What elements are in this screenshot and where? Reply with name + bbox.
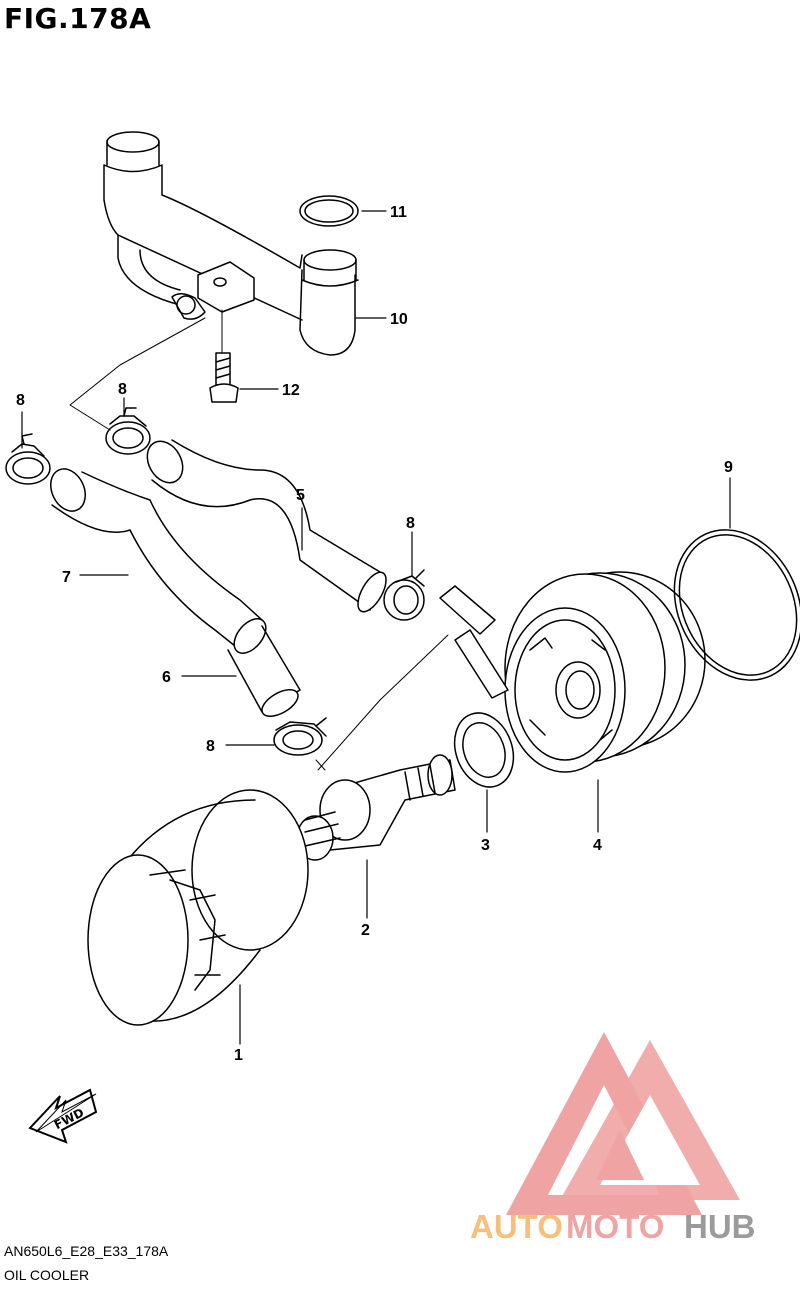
part-8-clamp-d [273,717,327,756]
watermark-moto: MOTO [566,1208,664,1245]
part-4-oil-cooler [439,571,706,773]
watermark-auto: AUTO [470,1208,563,1245]
callout-12: 12 [282,382,300,399]
watermark-hub: HUB [684,1208,756,1245]
connector-lines [69,309,449,771]
part-10-pipe [103,131,359,356]
part-1-oil-filter [87,789,309,1026]
part-11-o-ring [299,195,359,227]
callout-11: 11 [390,204,407,221]
figure-title: FIG.178A [4,2,152,35]
part-7-hose [50,468,267,654]
callout-3: 3 [481,837,490,854]
part-2-union-bolt [296,754,456,861]
figure-caption: OIL COOLER [4,1267,90,1283]
callout-8-c: 8 [406,515,415,532]
watermark-logo [506,1032,740,1215]
figure-code: AN650L6_E28_E33_178A [4,1243,169,1259]
part-12-bolt [209,352,239,403]
callout-8-b: 8 [118,381,127,398]
callout-6: 6 [162,669,171,686]
callout-8-d: 8 [206,738,215,755]
part-8-clamp-c [383,569,425,621]
leader-lines [21,210,731,1045]
callout-9: 9 [724,459,733,476]
part-6-pipe [227,625,301,717]
part-8-clamp-b [105,407,151,455]
callout-7: 7 [62,569,71,586]
callout-10: 10 [390,311,408,328]
part-3-washer [453,712,515,788]
part-8-clamp-a [5,433,51,485]
callout-4: 4 [593,837,602,854]
callout-8-a: 8 [16,392,25,409]
part-9-o-ring [673,529,800,681]
fwd-arrow-icon [28,1088,98,1144]
callout-5: 5 [296,487,305,504]
callout-1: 1 [234,1047,243,1064]
callout-2: 2 [361,922,370,939]
part-5-hose [146,439,387,613]
